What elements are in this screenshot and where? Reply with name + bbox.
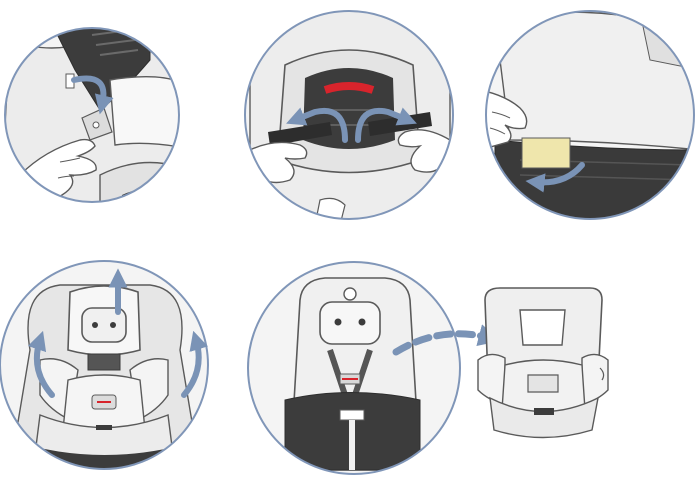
up-arrow-right-icon xyxy=(181,330,208,398)
dashed-right-arrow-icon xyxy=(392,324,501,356)
step-5-cover-remove xyxy=(247,261,501,475)
outward-arrow-left-icon xyxy=(286,107,348,143)
removed-seat-cover xyxy=(477,287,609,439)
curved-left-arrow-icon xyxy=(525,162,585,193)
curved-down-arrow-icon xyxy=(71,75,114,115)
step-2-strap-pull xyxy=(244,10,454,220)
step-3-velcro-release xyxy=(485,10,695,220)
outward-arrow-right-icon xyxy=(355,107,417,143)
step-4-cover-lift xyxy=(0,260,209,470)
step-1-buckle-release xyxy=(4,27,180,203)
up-arrow-left-icon xyxy=(27,330,55,398)
